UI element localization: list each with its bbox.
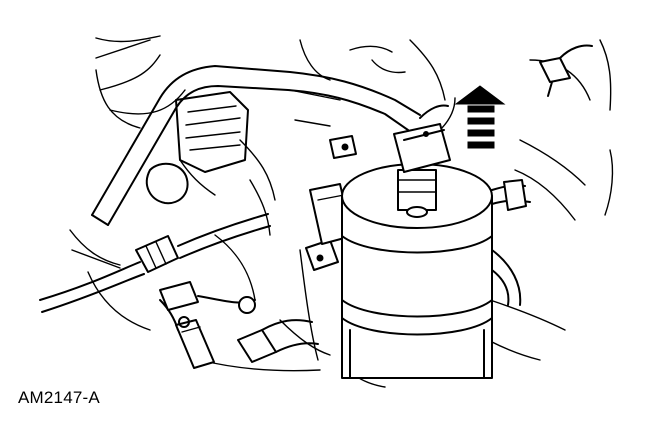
right-side-hose [491,179,531,306]
pressure-switch-connector [159,281,256,369]
pressure-switch [393,104,451,218]
up-arrow-icon [454,85,506,149]
engine-bay-background [69,35,614,388]
upper-left-bracket [145,91,249,205]
upper-right-fitting [539,44,593,97]
receiver-drier [341,163,493,379]
ac-hose [91,65,421,226]
metal-refrigerant-line [39,213,271,313]
figure-label: AM2147-A [18,388,100,407]
